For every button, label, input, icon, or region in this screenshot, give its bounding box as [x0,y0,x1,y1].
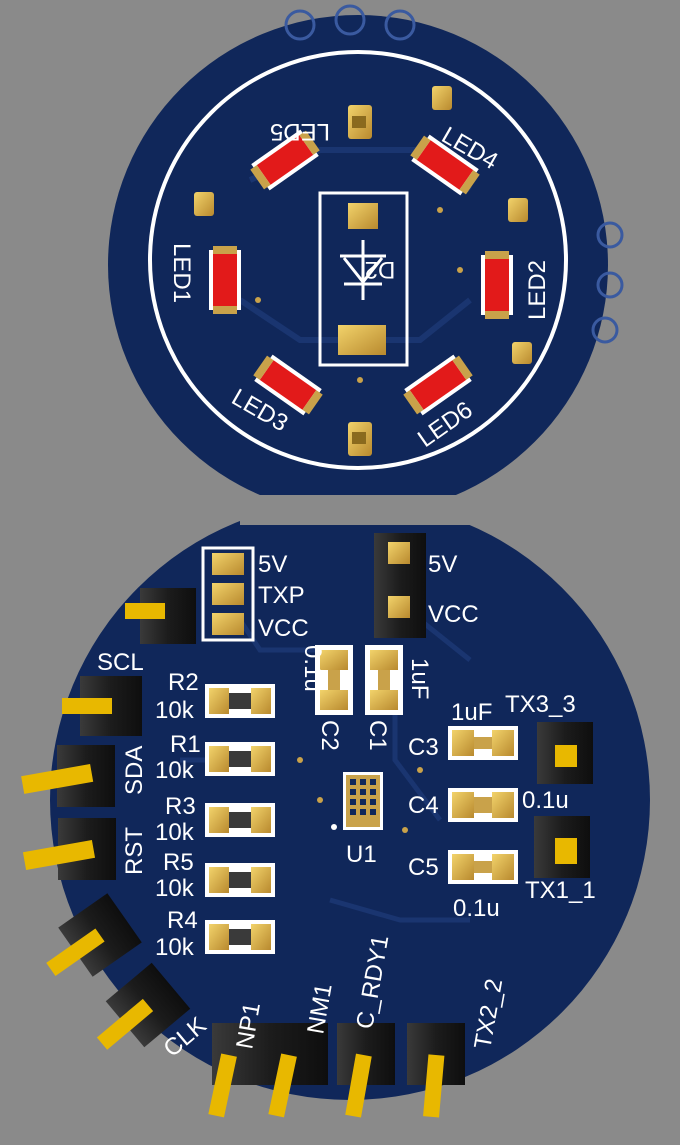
c3-ref: C3 [408,734,439,761]
bottom-board: 5V TXP VCC 5V VCC SCL [21,495,650,1118]
c4-ref: C4 [408,792,439,819]
led5-label: LED5 [270,118,330,145]
c2-value: 0.1u [299,645,326,692]
scl-label: SCL [97,649,144,676]
jumper-label-txp: TXP [258,582,305,609]
clk-header [96,962,191,1050]
r2-value: 10k [155,697,195,724]
sda-label: SDA [121,746,148,795]
resistor-r1 [205,742,275,776]
r1-ref: R1 [170,731,201,758]
cap-c3 [448,726,518,760]
r4-ref: R4 [167,907,198,934]
header-right: 5V VCC [374,533,479,638]
c5-ref: C5 [408,854,439,881]
top-board: LED5 LED4 LED1 LED2 LED3 LED6 D2 [108,4,624,515]
bottom-header-np1-nm1 [208,1023,328,1118]
c3-value: 1uF [451,699,492,726]
ic-u1: U1 [331,772,383,868]
r3-value: 10k [155,819,195,846]
vias-top [255,207,463,383]
left-header-1 [62,676,142,736]
test-pads [194,86,532,456]
led4 [410,134,480,196]
bottom-header-rdy [337,1023,395,1118]
resistor-r3 [205,803,275,837]
r2-ref: R2 [168,669,199,696]
led3 [253,354,323,416]
jumper-left: 5V TXP VCC [201,546,309,642]
tx1-header: TX1_1 [525,816,596,904]
cap-c4 [448,788,518,822]
c4-value: 0.1u [522,787,569,814]
cap-c1 [365,645,403,715]
c5-value: 0.1u [453,895,500,922]
jumper-label-5v: 5V [258,551,287,578]
d2-component: D2 [318,191,409,367]
left-header-2 [21,745,115,807]
c1-value: 1uF [406,658,433,699]
c1-ref: C1 [364,720,391,751]
bottom-header-tx2 [407,1023,465,1118]
tx1-label: TX1_1 [525,877,596,904]
top-outline-circle [148,50,568,470]
scl-header: SCL [97,588,196,676]
left-header-3 [22,818,116,880]
tx3-header: TX3_3 [505,691,593,784]
led1-label: LED1 [168,243,195,303]
vias-bottom [297,757,423,833]
resistor-r4 [205,920,275,954]
tx3-label: TX3_3 [505,691,576,718]
resistor-r5 [205,863,275,897]
rst-label: RST [121,827,148,875]
edge-holes [284,4,624,344]
left-header-4 [46,893,142,977]
r4-value: 10k [155,934,195,961]
u1-label: U1 [346,841,377,868]
led5 [250,129,320,191]
c2-ref: C2 [316,720,343,751]
cap-c5 [448,850,518,884]
resistor-r2 [205,684,275,718]
led6 [403,354,473,416]
led2-label: LED2 [524,260,551,320]
r1-value: 10k [155,757,195,784]
r5-ref: R5 [163,849,194,876]
top-board-substrate [108,15,608,515]
cap-c2 [315,645,353,715]
jumper-label-vcc: VCC [258,615,309,642]
r5-value: 10k [155,875,195,902]
header-label-vcc: VCC [428,601,479,628]
r3-ref: R3 [165,793,196,820]
led1 [209,246,241,314]
d2-label: D2 [365,256,396,283]
led2 [481,251,513,319]
header-label-5v: 5V [428,551,457,578]
